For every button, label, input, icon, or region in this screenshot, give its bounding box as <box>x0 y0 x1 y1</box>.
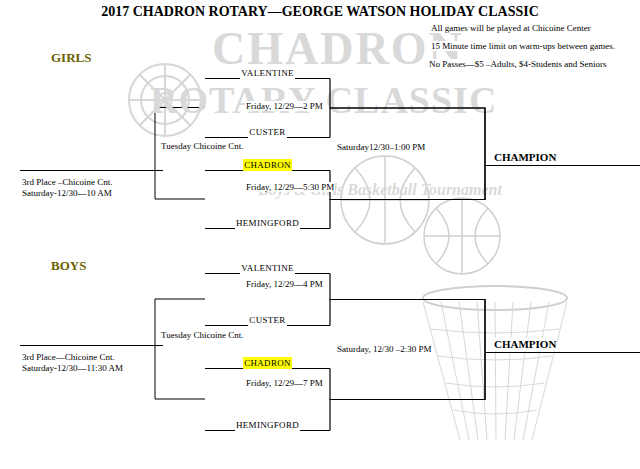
third-place-slot: 3rd Place –Chicoine Cnt.Saturday-12/30—1… <box>20 170 163 199</box>
title-text: 2017 CHADRON ROTARY—GEORGE WATSON HOLIDA… <box>0 4 640 20</box>
team-slot: CUSTER <box>205 309 330 326</box>
game-time: Friday, 12/29—2 PM <box>245 101 324 111</box>
third-place-slot: 3rd Place—Chicoine Cnt.Saturday-12/30—11… <box>20 345 163 374</box>
team-slot: CUSTER <box>205 121 330 138</box>
watermark-text: ROTARY CLASSIC <box>150 78 497 122</box>
game-site: Tuesday Chicoine Cnt. <box>160 141 244 151</box>
team-name: HEMINGFORD <box>235 217 300 229</box>
team-slot: VALENTINE <box>205 257 330 274</box>
team-slot: CHADRON <box>205 154 330 171</box>
team-name: CHADRON <box>243 159 292 171</box>
team-slot: VALENTINE <box>205 62 330 79</box>
basketball <box>341 156 500 274</box>
bracket-line <box>330 353 485 431</box>
bracket-line <box>330 353 485 400</box>
note-text: All games will be played at Chicoine Cen… <box>430 23 592 33</box>
section-heading: BOYS <box>50 258 87 274</box>
third-place-text: 3rd Place—Chicoine Cnt. <box>20 352 163 363</box>
champion-label: CHAMPION <box>493 338 557 351</box>
bracket-line <box>330 79 485 166</box>
team-name: VALENTINE <box>240 67 295 79</box>
team-name: CUSTER <box>248 126 286 138</box>
game-time: Friday, 12/29—7 PM <box>245 378 324 388</box>
game-site: Tuesday Chicoine Cnt. <box>160 330 244 340</box>
third-place-text: Saturday-12/30—10 AM <box>20 188 163 199</box>
team-name: HEMINGFORD <box>235 419 300 431</box>
champion-label: CHAMPION <box>493 151 557 164</box>
bracket-line <box>330 166 485 200</box>
team-slot: CHADRON <box>205 352 330 369</box>
team-name: CHADRON <box>243 357 292 369</box>
game-time: Friday, 12/29—4 PM <box>245 279 324 289</box>
game-time: Saturday, 12/30 –2:30 PM <box>336 344 432 354</box>
game-time: Friday, 12/29—5:30 PM <box>245 182 335 192</box>
third-place-bracket <box>155 108 205 400</box>
hoop-net <box>423 302 567 440</box>
champion-slot: CHAMPION <box>485 334 640 353</box>
team-name: VALENTINE <box>240 262 295 274</box>
team-slot: HEMINGFORD <box>205 212 330 229</box>
team-name: CUSTER <box>248 314 286 326</box>
bracket-line <box>330 274 485 353</box>
bracket-line <box>330 108 485 166</box>
game-time: Saturday12/30–1:00 PM <box>336 142 426 152</box>
note-text: No Passes—$5 –Adults, $4-Students and Se… <box>428 59 608 69</box>
third-place-text: Saturday-12/30—11:30 AM <box>20 363 163 374</box>
note-text: 15 Minute time limit on warm-ups between… <box>430 41 616 51</box>
champion-slot: CHAMPION <box>485 147 640 166</box>
bracket-line <box>330 166 485 229</box>
section-heading: GIRLS <box>50 50 92 66</box>
team-slot: HEMINGFORD <box>205 414 330 431</box>
third-place-text: 3rd Place –Chicoine Cnt. <box>20 177 163 188</box>
